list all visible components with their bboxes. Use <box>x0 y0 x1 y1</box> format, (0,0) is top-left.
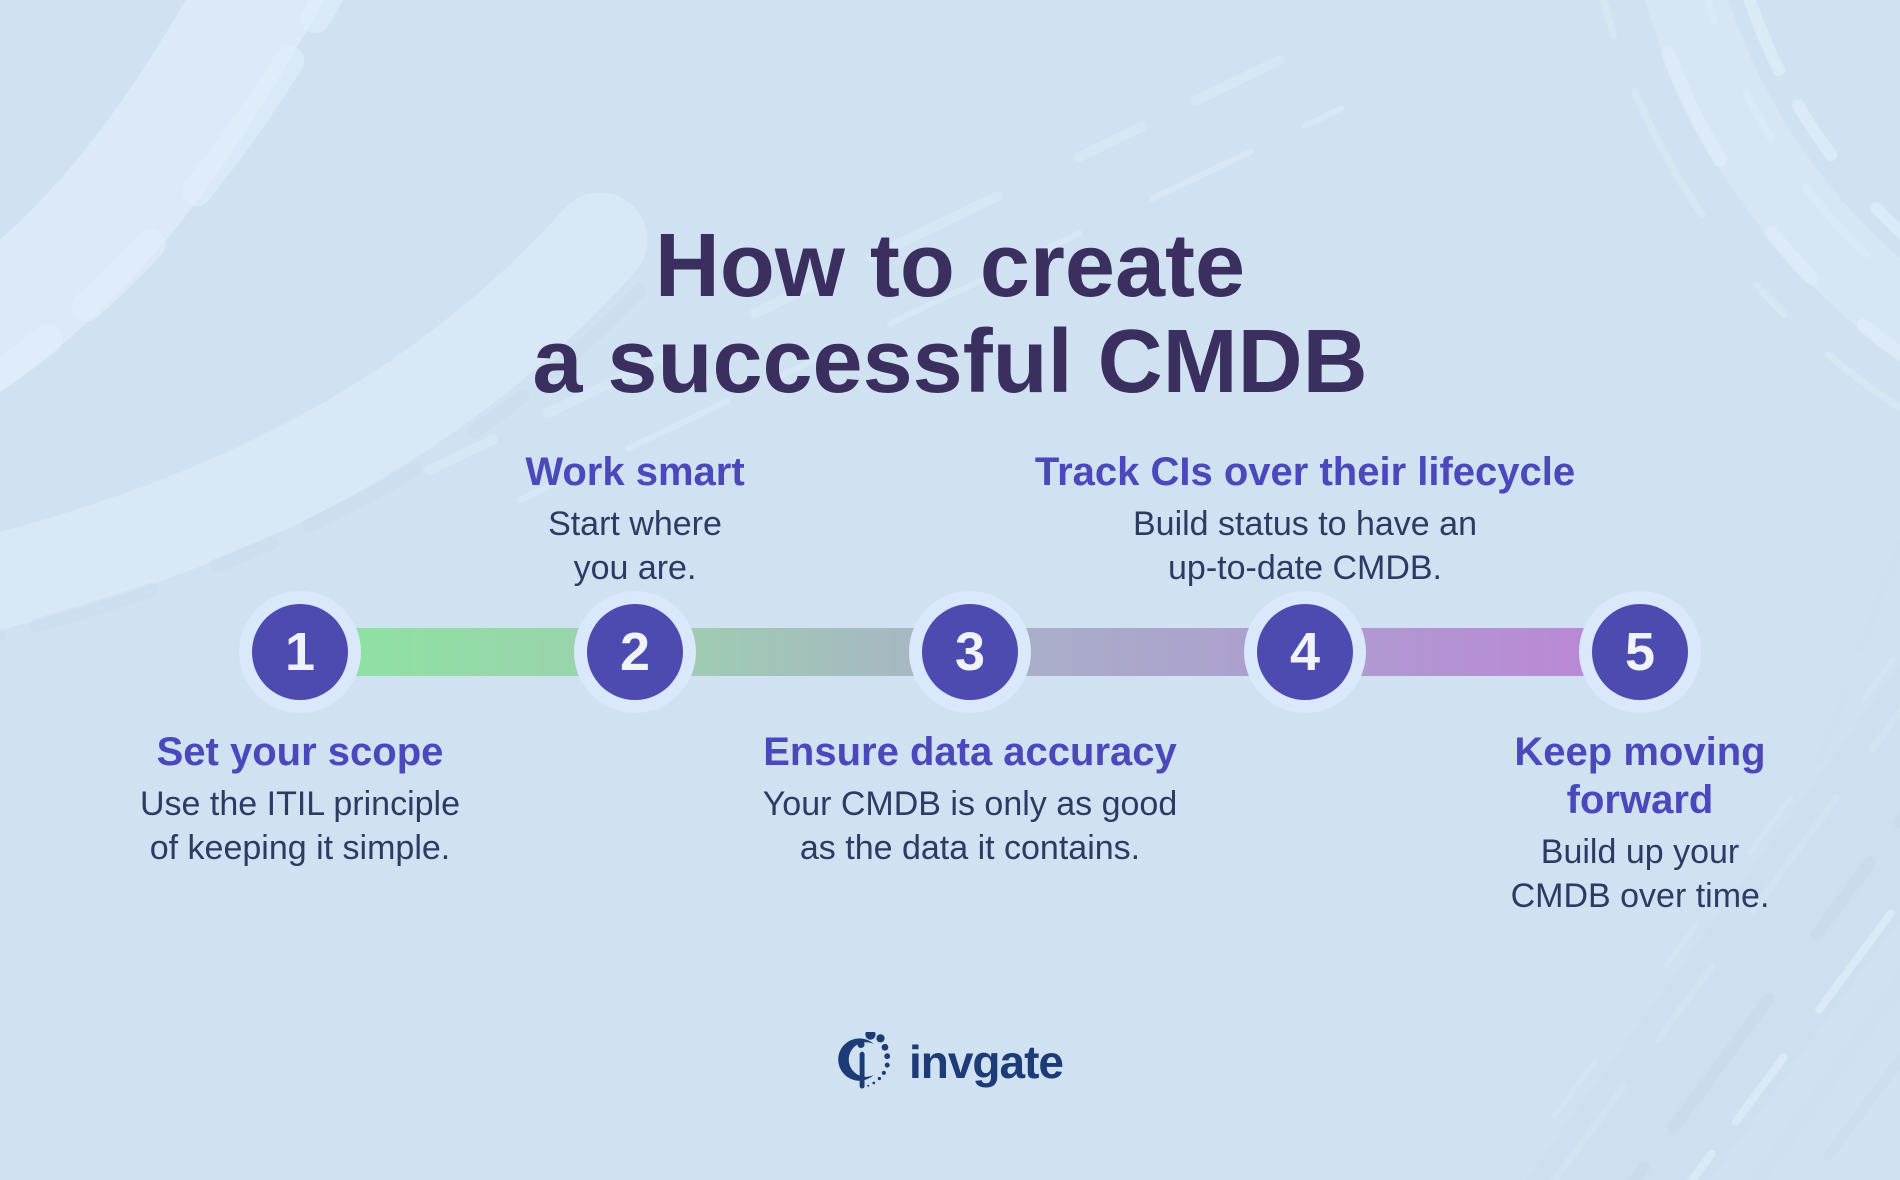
page-title-line-2: a successful CMDB <box>532 312 1368 413</box>
step-3-heading: Ensure data accuracy <box>620 728 1320 776</box>
invgate-logo: invgate <box>0 1032 1900 1096</box>
step-5-heading: Keep moving forward <box>1290 728 1900 824</box>
step-3-description-line-1: Your CMDB is only as good <box>762 785 1178 823</box>
step-3-circle: 3 <box>922 604 1018 700</box>
step-3-number: 3 <box>954 622 986 682</box>
step-4-label: Track CIs over their lifecycle Build sta… <box>955 448 1655 590</box>
step-2-description-line-1: Start where <box>548 505 722 543</box>
step-5-heading-line-1: Keep moving <box>1514 730 1766 774</box>
step-1-description-line-2: of keeping it simple. <box>149 829 451 867</box>
page-title-line-1: How to create <box>654 216 1246 317</box>
step-4-circle: 4 <box>1257 604 1353 700</box>
step-3-description-line-2: as the data it contains. <box>799 829 1141 867</box>
step-4-heading-line: Track CIs over their lifecycle <box>1034 450 1576 494</box>
step-5-description-line-1: Build up your <box>1540 833 1740 871</box>
step-3-label: Ensure data accuracy Your CMDB is only a… <box>620 728 1320 870</box>
step-4-description: Build status to have an up-to-date CMDB. <box>955 502 1655 590</box>
step-1-description: Use the ITIL principle of keeping it sim… <box>0 782 650 870</box>
step-2-number: 2 <box>619 622 651 682</box>
step-4-heading: Track CIs over their lifecycle <box>955 448 1655 496</box>
step-1-number: 1 <box>284 622 316 682</box>
step-1-description-line-1: Use the ITIL principle <box>140 785 460 823</box>
step-3-heading-line: Ensure data accuracy <box>763 730 1177 774</box>
step-4-description-line-1: Build status to have an <box>1132 505 1477 543</box>
step-5-label: Keep moving forward Build up your CMDB o… <box>1290 728 1900 918</box>
invgate-logo-icon <box>838 1032 891 1089</box>
step-2-description-line-2: you are. <box>573 549 697 587</box>
brand-name: invgate <box>908 1036 1064 1088</box>
step-5-description-line-2: CMDB over time. <box>1510 877 1770 915</box>
page-title: How to create a successful CMDB <box>0 218 1900 410</box>
step-1-label: Set your scope Use the ITIL principle of… <box>0 728 650 870</box>
step-2-circle: 2 <box>587 604 683 700</box>
step-4-number: 4 <box>1289 622 1321 682</box>
step-5-description: Build up your CMDB over time. <box>1290 830 1900 918</box>
step-5-circle: 5 <box>1592 604 1688 700</box>
step-5-number: 5 <box>1624 622 1656 682</box>
step-1-circle: 1 <box>252 604 348 700</box>
step-1-heading-line: Set your scope <box>156 730 444 774</box>
step-1-heading: Set your scope <box>0 728 650 776</box>
step-2-heading-line: Work smart <box>525 450 745 494</box>
step-5-heading-line-2: forward <box>1566 778 1714 822</box>
step-3-description: Your CMDB is only as good as the data it… <box>620 782 1320 870</box>
step-2-description: Start where you are. <box>285 502 985 590</box>
step-2-heading: Work smart <box>285 448 985 496</box>
step-2-label: Work smart Start where you are. <box>285 448 985 590</box>
step-4-description-line-2: up-to-date CMDB. <box>1168 549 1442 587</box>
